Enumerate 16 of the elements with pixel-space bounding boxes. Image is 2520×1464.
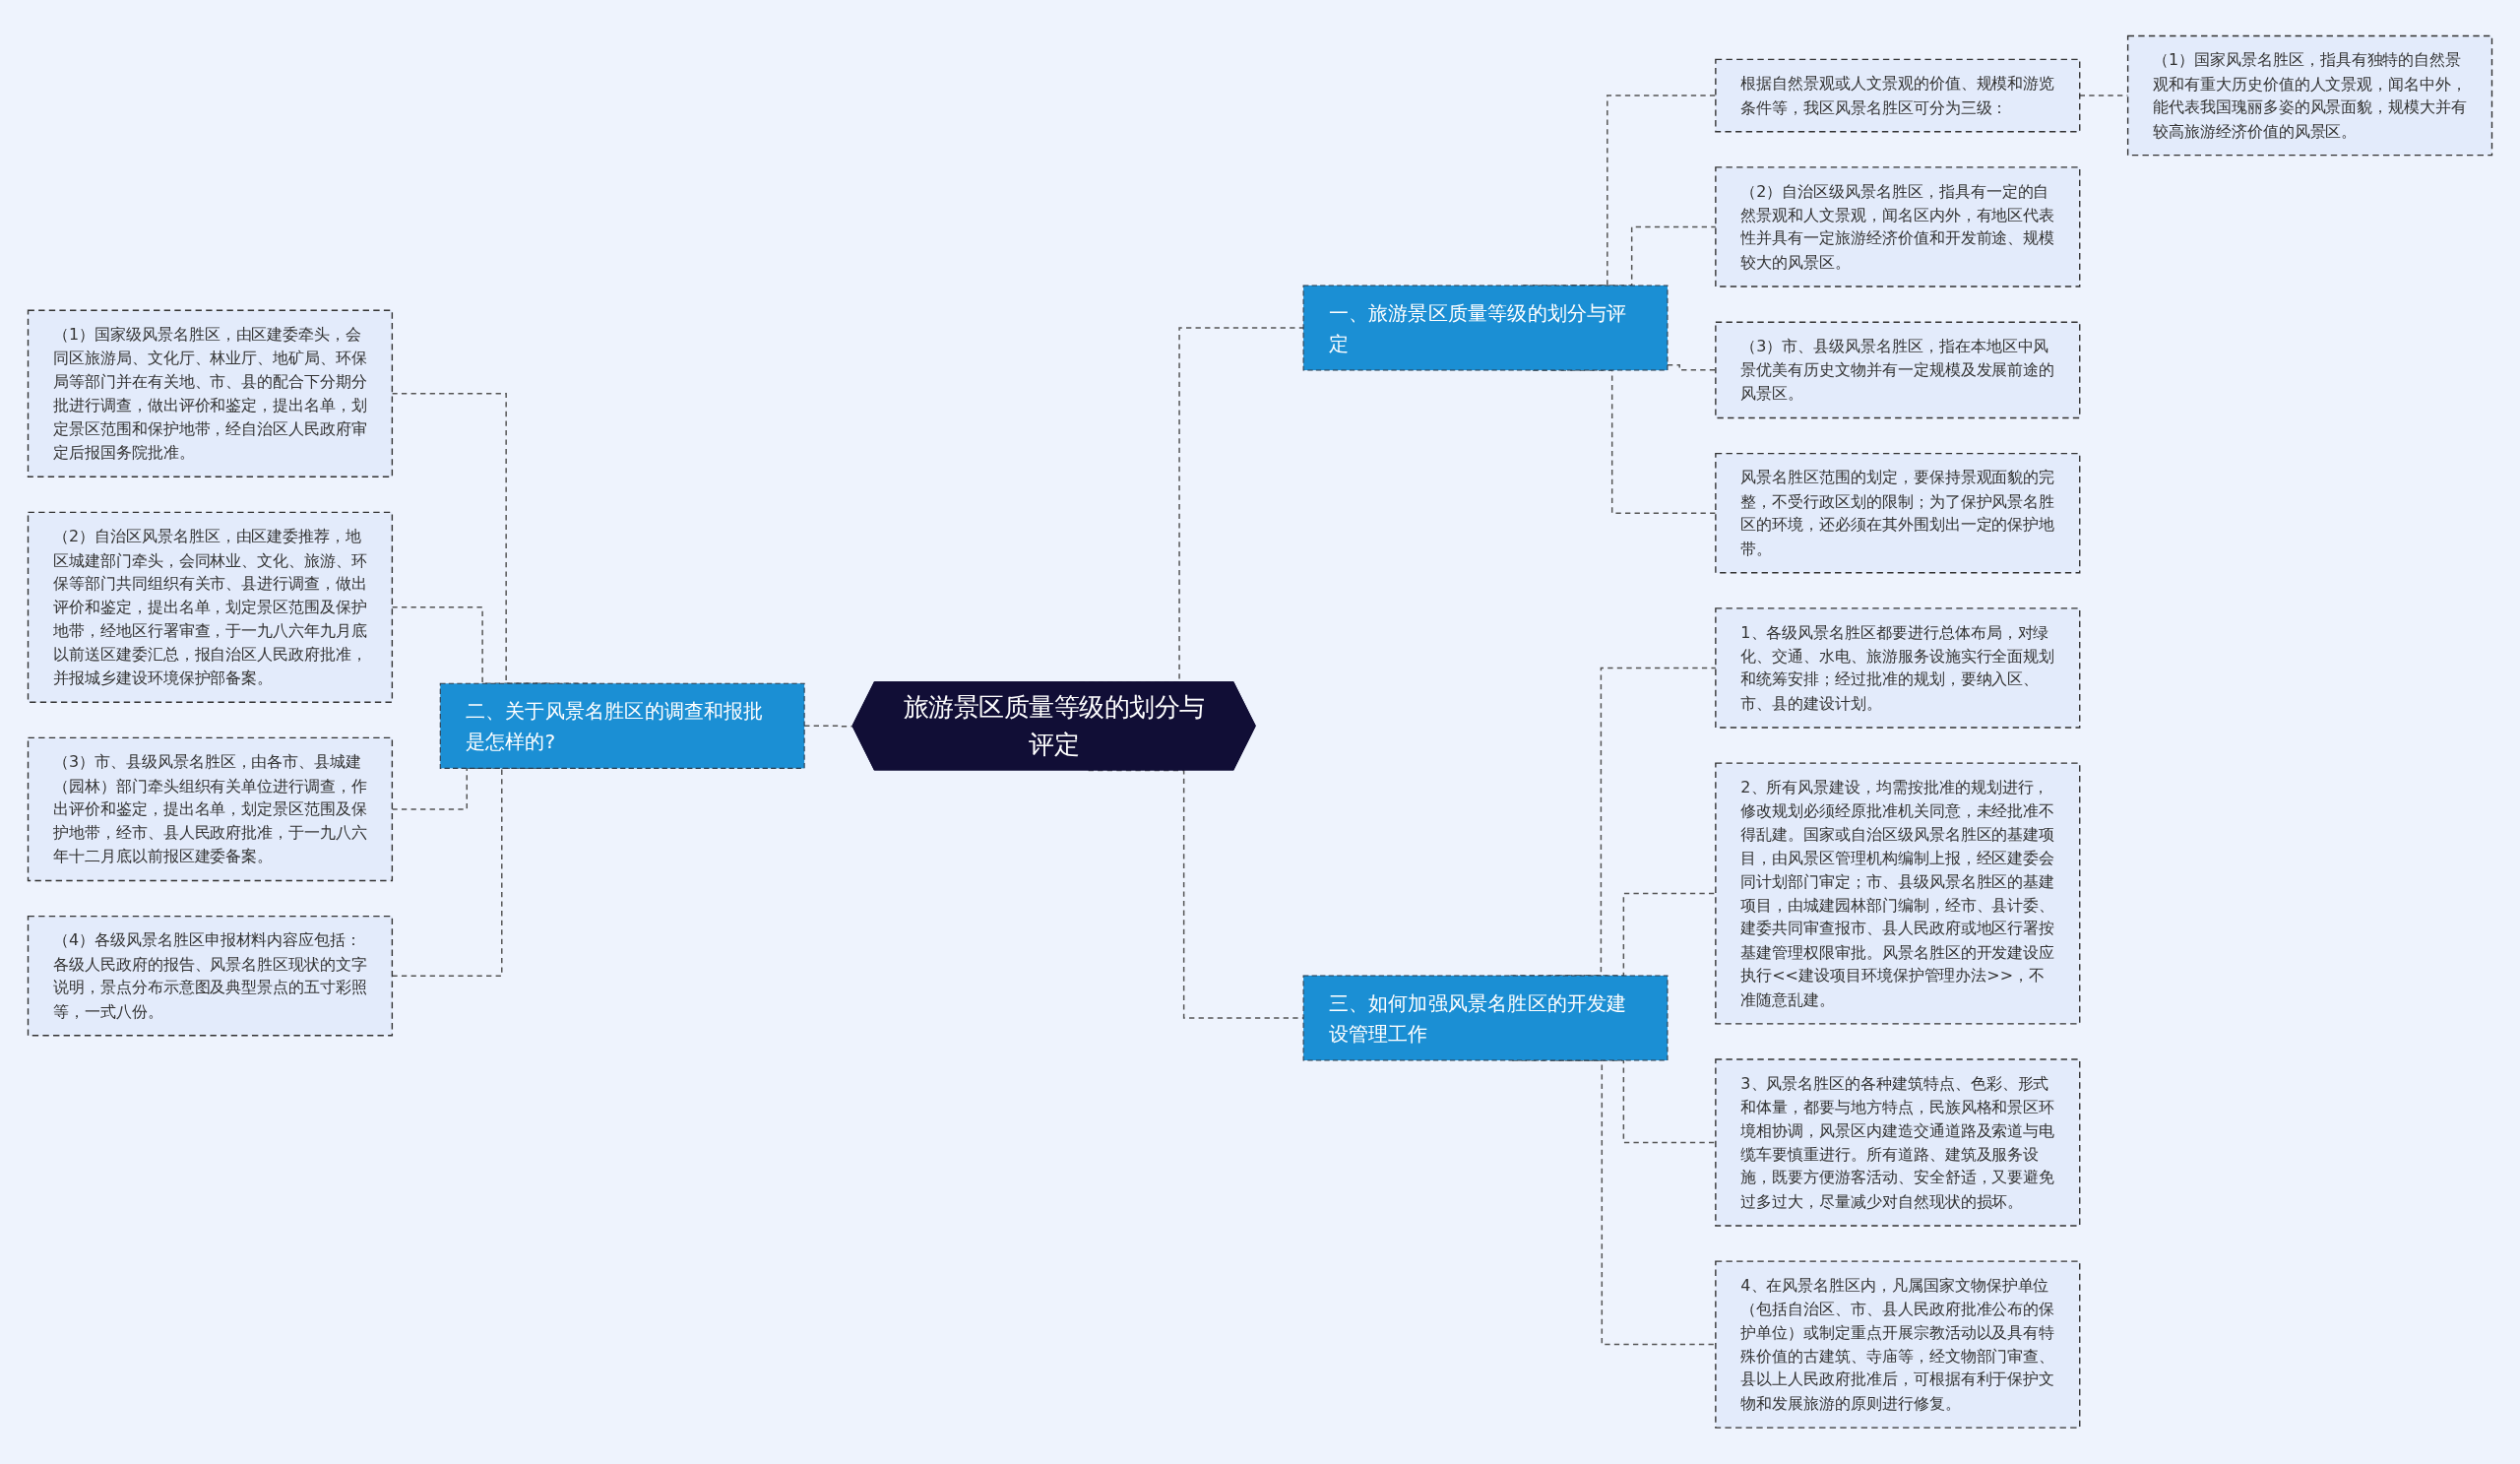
node-box: 3、风景名胜区的各种建筑特点、色彩、形式和体量，都要与地方特点，民族风格和景区环境相协调，风景区内建造交通道路及索道与电缆车要慎重进行。所有道路、建筑及服务设施，既要方便游客活动、安全舒适，又要避免过多过大，尽量减少对自然现状的损坏。	[1715, 1058, 2081, 1227]
node-box: 二、关于风景名胜区的调查和报批是怎样的?	[439, 682, 805, 770]
node-box: （2）自治区风景名胜区，由区建委推荐，地区城建部门牵头，会同林业、文化、旅游、环保等部门共同组织有关市、县进行调查，做出评价和鉴定，提出名单，划定景区范围及保护地带，经地区行署审查，于一九八六年九月底以前送区建委汇总，报自治区人民政府批准，并报城乡建设环境保护部备案。	[27, 511, 394, 704]
node-box: 三、如何加强风景名胜区的开发建设管理工作	[1302, 975, 1669, 1061]
node-box: 风景名胜区范围的划定，要保持景观面貌的完整，不受行政区划的限制；为了保护风景名胜区的环境，还必须在其外围划出一定的保护地带。	[1715, 453, 2081, 574]
node-box: （1）国家级风景名胜区，由区建委牵头，会同区旅游局、文化厅、林业厅、地矿局、环保局等部门并在有关地、市、县的配合下分期分批进行调查，做出评价和鉴定，提出名单，划定景区范围和保护地带，经自治区人民政府审定后报国务院批准。	[27, 309, 394, 478]
node-box: 根据自然景观或人文景观的价值、规模和游览条件等，我区风景名胜区可分为三级：	[1715, 58, 2081, 133]
node-box: 一、旅游景区质量等级的划分与评定	[1302, 285, 1669, 371]
node-box: 1、各级风景名胜区都要进行总体布局，对绿化、交通、水电、旅游服务设施实行全面规划和统筹安排；经过批准的规划，要纳入区、市、县的建设计划。	[1715, 607, 2081, 729]
node-box: （3）市、县级风景名胜区，由各市、县城建（园林）部门牵头组织有关单位进行调查，作出评价和鉴定，提出名单，划定景区范围及保护地带，经市、县人民政府批准，于一九八六年十二月底以前报区建委备案。	[27, 736, 394, 882]
node-box: （2）自治区级风景名胜区，指具有一定的自然景观和人文景观，闻名区内外，有地区代表性并具有一定旅游经济价值和开发前途、规模较大的风景区。	[1715, 166, 2081, 287]
node-box: （3）市、县级风景名胜区，指在本地区中风景优美有历史文物并有一定规模及发展前途的风景区。	[1715, 321, 2081, 419]
node-box: （1）国家风景名胜区，指具有独特的自然景观和有重大历史价值的人文景观，闻名中外，能代表我国瑰丽多姿的风景面貌，规模大并有较高旅游经济价值的风景区。	[2126, 35, 2493, 157]
node-box: 2、所有风景建设，均需按批准的规划进行，修改规划必须经原批准机关同意，未经批准不得乱建。国家或自治区级风景名胜区的基建项目，由风景区管理机构编制上报，经区建委会同计划部门审定；市、县级风景名胜区的基建项目，由城建园林部门编制，经市、县计委、建委共同审查报市、县人民政府或地区行署按基建管理权限审批。风景名胜区的开发建设应执行<<建设项目环境保护管理办法>>，不准随意乱建。	[1715, 762, 2081, 1025]
node-box: （4）各级风景名胜区申报材料内容应包括：各级人民政府的报告、风景名胜区现状的文字说明，景点分布示意图及典型景点的五寸彩照等，一式八份。	[27, 916, 394, 1037]
node-box: 4、在风景名胜区内，凡属国家文物保护单位（包括自治区、市、县人民政府批准公布的保护单位）或制定重点开展宗教活动以及具有特殊价值的古建筑、寺庙等，经文物部门审查、县以上人民政府批准后，可根据有利于保护文物和发展旅游的原则进行修复。	[1715, 1260, 2081, 1429]
